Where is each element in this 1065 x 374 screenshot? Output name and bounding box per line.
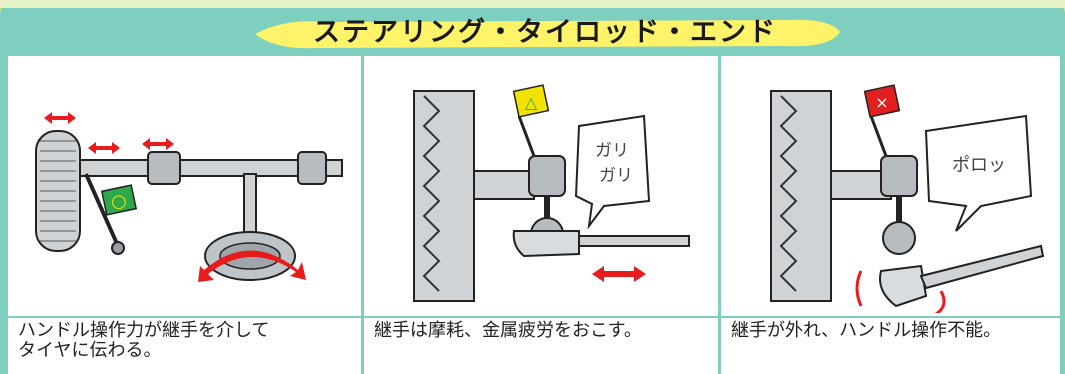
panel-failure: × ポロッ 継手が外れ、ハンドル操作不能。	[721, 56, 1060, 374]
steering-linkage-illustration: ○	[35, 112, 343, 282]
motion-mark-right	[935, 290, 946, 313]
caption-panel-normal: ハンドル操作力が継手を介して タイヤに伝わる。	[8, 316, 361, 374]
motion-arrow	[592, 266, 646, 282]
caption-panel-wear: 継手は摩耗、金属疲労をおこす。	[364, 316, 718, 374]
top-strip	[0, 0, 1065, 8]
speech-text-line2: ガリ	[599, 166, 633, 186]
worn-joint-illustration: △ ガリ ガリ	[413, 84, 690, 302]
caption-panel-failure: 継手が外れ、ハンドル操作不能。	[721, 316, 1060, 374]
panel-wear: △ ガリ ガリ 継手は摩耗、金属疲労をおこす。	[364, 56, 718, 374]
divider-2	[718, 56, 721, 374]
warning-badge-symbol: △	[525, 93, 538, 112]
title-banner-shape	[255, 19, 840, 49]
speech-text: ポロッ	[952, 155, 1006, 176]
caption-text: 継手は摩耗、金属疲労をおこす。	[374, 320, 642, 341]
page-title: ステアリング・タイロッド・エンド	[313, 17, 777, 48]
panel-normal: ○ ハンドル操作力が継手を介して タイヤに伝わる。	[8, 56, 361, 374]
speech-bubble	[924, 114, 1033, 232]
fail-badge-symbol: ×	[875, 93, 888, 112]
caption-text: ハンドル操作力が継手を介して タイヤに伝わる。	[18, 320, 270, 361]
diagram-grid: ○ ハンドル操作力が継手を介して タイヤに伝わる。	[8, 56, 1060, 374]
caption-text: 継手が外れ、ハンドル操作不能。	[731, 320, 1002, 341]
divider-1	[361, 56, 364, 374]
warning-badge: △	[512, 84, 550, 118]
detached-joint-illustration: × ポロッ	[770, 84, 1045, 313]
ok-badge: ○	[100, 184, 138, 216]
motion-arrows	[44, 112, 306, 282]
speech-bubble	[574, 114, 651, 230]
title-banner: ステアリング・タイロッド・エンド	[245, 14, 845, 52]
speech-text-line1: ガリ	[595, 141, 629, 161]
ok-badge-symbol: ○	[111, 191, 127, 212]
motion-mark-left	[855, 270, 863, 307]
fail-badge: ×	[863, 84, 901, 118]
